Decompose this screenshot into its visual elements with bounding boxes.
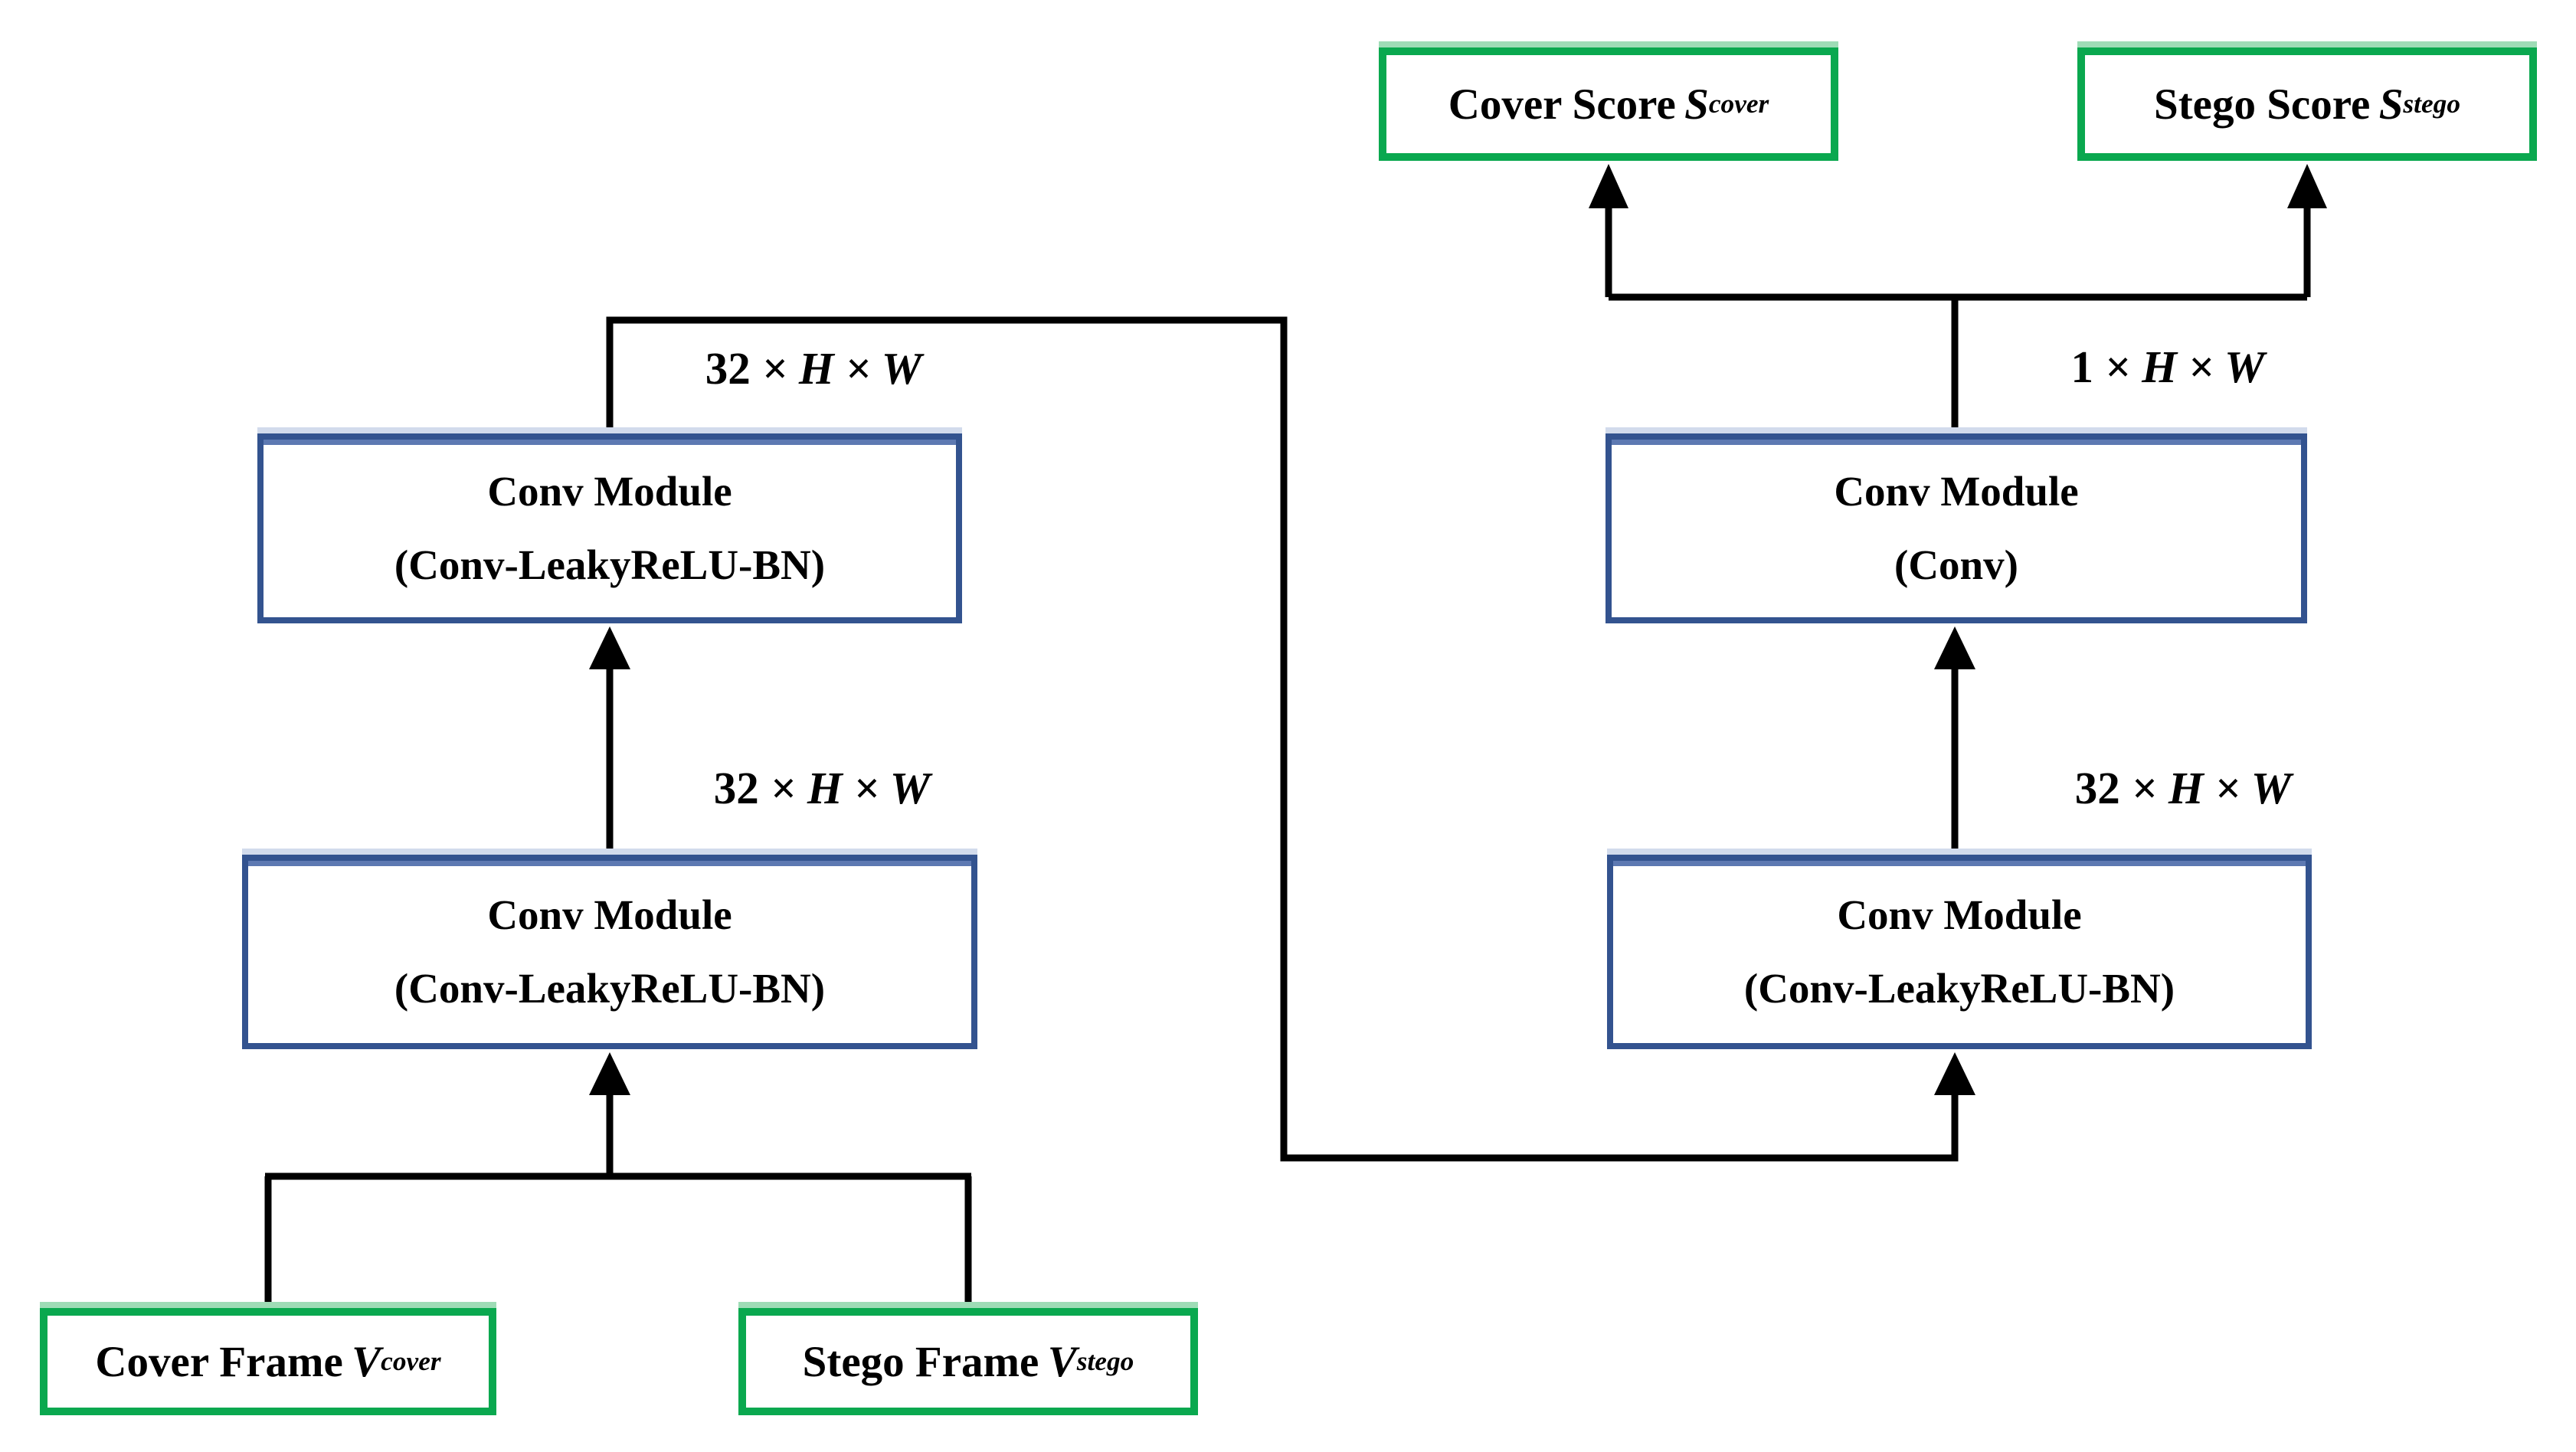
stego-score-symbol: S (2378, 80, 2404, 129)
connector-output-fork (1605, 207, 2311, 433)
cover-frame-label: Cover Frame (95, 1337, 343, 1386)
conv-module-title: Conv Module (487, 891, 732, 938)
tensor-channels: 32 (705, 342, 751, 394)
conv-module-detail: (Conv-LeakyReLU-BN) (394, 965, 826, 1012)
conv-module-bottom-left: Conv Module (Conv-LeakyReLU-BN) (242, 855, 977, 1049)
arrowhead-into-top-right-module (1934, 626, 1975, 669)
tensor-label-after-bottom-right: 32× H × W (1992, 754, 2375, 822)
tensor-dims: × H × W (770, 762, 931, 813)
cover-score-label: Cover Score (1448, 80, 1676, 129)
conv-module-bottom-right: Conv Module (Conv-LeakyReLU-BN) (1607, 855, 2312, 1049)
conv-module-title: Conv Module (1834, 467, 2079, 515)
tensor-channels: 1 (2070, 341, 2093, 392)
arrowhead-into-bottom-left-module (589, 1052, 630, 1095)
tensor-label-after-bottom-left: 32× H × W (630, 754, 1013, 822)
connector-input-fork (264, 1094, 972, 1308)
arrowhead-into-cover-score (1589, 164, 1628, 208)
tensor-dims: × H × W (761, 342, 922, 394)
tensor-channels: 32 (2074, 762, 2120, 813)
connector-cross-branch (606, 316, 1959, 1162)
conv-module-top-right: Conv Module (Conv) (1605, 433, 2307, 623)
conv-module-detail: (Conv-LeakyReLU-BN) (394, 541, 826, 588)
tensor-channels: 32 (713, 762, 759, 813)
cover-score-symbol: S (1684, 80, 1709, 129)
tensor-label-after-top-right: 1× H × W (1976, 332, 2359, 401)
conv-module-detail: (Conv-LeakyReLU-BN) (1743, 965, 2175, 1012)
arrowhead-into-top-left-module (589, 626, 630, 669)
tensor-dims: × H × W (2131, 762, 2292, 813)
conv-module-title: Conv Module (487, 467, 732, 515)
conv-module-top-left: Conv Module (Conv-LeakyReLU-BN) (257, 433, 962, 623)
stego-frame-label: Stego Frame (802, 1337, 1039, 1386)
stego-frame-symbol: V (1047, 1337, 1077, 1386)
stego-score-label: Stego Score (2154, 80, 2371, 129)
tensor-label-after-top-left: 32× H × W (622, 334, 1005, 403)
tensor-dims: × H × W (2104, 341, 2265, 392)
conv-module-detail: (Conv) (1894, 541, 2018, 588)
arrowhead-into-stego-score (2287, 164, 2327, 208)
conv-module-title: Conv Module (1837, 891, 2082, 938)
cover-frame-symbol: V (352, 1337, 381, 1386)
arrowhead-into-bottom-right-module (1934, 1052, 1975, 1095)
